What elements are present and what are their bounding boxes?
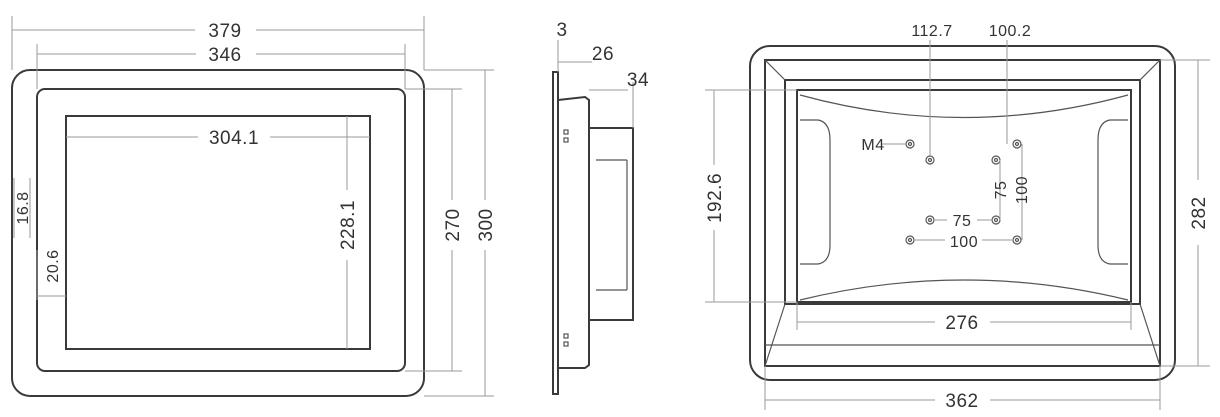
screw-hole-icon xyxy=(991,155,1001,165)
dim-100-v-label: 100 xyxy=(1014,176,1031,204)
bevel-line xyxy=(1139,303,1161,367)
front-bezel xyxy=(36,88,406,372)
screw-hole-icon xyxy=(993,217,999,223)
side-body xyxy=(557,95,590,369)
dim-34-label: 34 xyxy=(627,70,649,91)
bevel-line xyxy=(1139,59,1161,81)
dim-300-label: 300 xyxy=(476,208,497,241)
screw-hole-icon xyxy=(907,141,913,147)
back-recess-right xyxy=(1097,119,1128,265)
dim-75-h-label: 75 xyxy=(953,213,972,230)
screw-hole-icon xyxy=(925,215,935,225)
dim-379-label: 379 xyxy=(208,21,241,42)
screw-hole-icon xyxy=(1012,139,1022,149)
screw-hole-icon xyxy=(927,157,933,163)
screw-size-label: M4 xyxy=(861,137,884,154)
screw-hole-icon xyxy=(907,237,913,243)
dim-100-h-label: 100 xyxy=(950,234,978,251)
side-port xyxy=(563,129,569,135)
back-outer-frame xyxy=(749,45,1176,381)
dim-362-label: 362 xyxy=(945,391,978,412)
screw-hole-icon xyxy=(1012,235,1022,245)
back-frame-step xyxy=(784,79,1141,305)
screw-hole-icon xyxy=(1014,141,1020,147)
front-view: 379 346 304.1 228.1 270 300 16.8 xyxy=(11,16,497,397)
dim-16-8-label: 16.8 xyxy=(15,191,32,224)
bevel-line xyxy=(764,303,786,367)
screw-hole-icon xyxy=(991,215,1001,225)
dim-3-label: 3 xyxy=(556,20,567,41)
side-port xyxy=(563,341,569,347)
back-frame-inner xyxy=(764,59,1161,367)
dim-304-label: 304.1 xyxy=(209,128,259,149)
back-curve-bottom xyxy=(799,279,1129,301)
bevel-line xyxy=(764,59,786,81)
dim-192-6-label: 192.6 xyxy=(705,173,726,223)
dim-112-7-label: 112.7 xyxy=(911,23,952,40)
side-view: 3 26 34 xyxy=(552,20,649,395)
dim-282-label: 282 xyxy=(1189,196,1210,229)
side-port xyxy=(563,333,569,339)
front-outer-frame xyxy=(11,69,425,397)
back-cutout xyxy=(796,89,1132,303)
dim-228-label: 228.1 xyxy=(338,200,359,250)
dim-346-label: 346 xyxy=(208,45,241,66)
screw-hole-icon xyxy=(1014,237,1020,243)
screw-hole-icon xyxy=(993,157,999,163)
dim-100-2-label: 100.2 xyxy=(989,23,1032,40)
screw-hole-icon xyxy=(925,155,935,165)
dim-75-v-label: 75 xyxy=(993,181,1010,200)
screw-hole-icon xyxy=(927,217,933,223)
dim-270-label: 270 xyxy=(443,208,464,241)
side-rear-box xyxy=(588,127,634,321)
screw-hole-icon xyxy=(905,235,915,245)
dim-276-label: 276 xyxy=(945,313,978,334)
side-port xyxy=(563,137,569,143)
front-active-area xyxy=(65,115,371,350)
back-view: 112.7 100.2 M4 75 100 75 100 192.6 276 xyxy=(705,23,1210,412)
vesa-holes xyxy=(905,139,1022,245)
screw-hole-icon xyxy=(905,139,915,149)
dim-20-6-label: 20.6 xyxy=(45,249,62,282)
dim-26-label: 26 xyxy=(592,44,614,65)
back-recess-left xyxy=(800,119,831,265)
back-curve-top xyxy=(799,94,1129,119)
